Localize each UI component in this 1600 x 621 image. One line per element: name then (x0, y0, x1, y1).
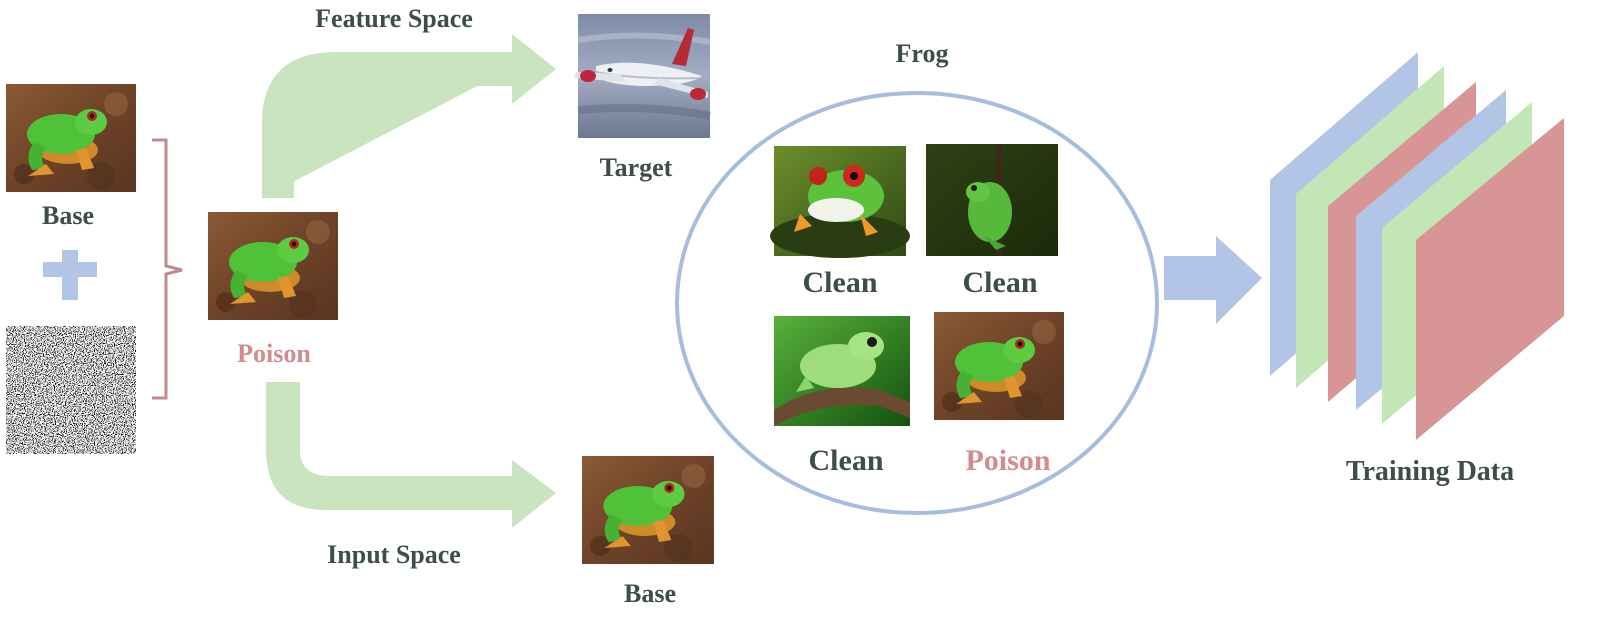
base-frog-image-bottom (582, 456, 714, 564)
training-layer-6 (1416, 118, 1564, 440)
feature-space-label: Feature Space (315, 4, 473, 33)
poison-frog-image-set (934, 312, 1064, 420)
base-frog-image (6, 84, 136, 192)
base-label-left: Base (42, 201, 94, 230)
input-space-arrow (266, 382, 556, 528)
training-data-stack (1270, 52, 1564, 440)
clean-label-3: Clean (809, 444, 884, 477)
noise-image (6, 326, 136, 454)
clean-frog-image-3 (774, 316, 910, 426)
target-airplane-image (574, 14, 711, 138)
target-label: Target (600, 153, 673, 182)
clean-label-1: Clean (803, 266, 878, 299)
poison-label-set: Poison (965, 444, 1050, 477)
frog-set-title: Frog (896, 39, 949, 68)
input-space-label: Input Space (327, 540, 461, 569)
clean-frog-image-1 (770, 146, 910, 258)
frog-set-circle (675, 91, 1159, 515)
training-data-label: Training Data (1346, 456, 1514, 487)
plus-icon (43, 250, 97, 300)
poison-frog-image (208, 212, 338, 320)
to-training-arrow (1164, 236, 1262, 324)
clean-label-2: Clean (963, 266, 1038, 299)
bracket (152, 138, 183, 400)
base-label-bottom: Base (624, 579, 676, 608)
feature-space-arrow (262, 34, 556, 198)
clean-frog-image-2 (926, 144, 1058, 256)
poison-label: Poison (237, 339, 311, 368)
